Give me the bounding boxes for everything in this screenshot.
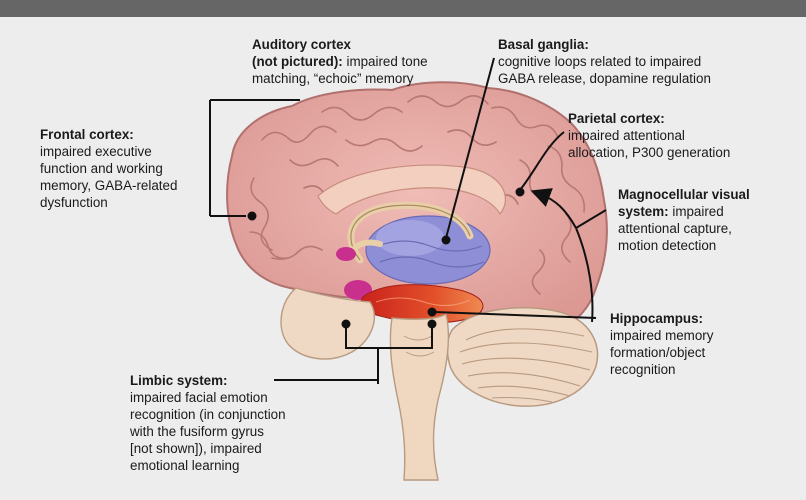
hippo-desc-line1: impaired memory xyxy=(610,327,713,344)
limbic-desc-line2: recognition (in conjunction xyxy=(130,406,286,423)
hippo-leader xyxy=(434,312,596,318)
basal-desc-line1: cognitive loops related to impaired xyxy=(498,53,711,70)
magno-title-line1: Magnocellular visual xyxy=(618,186,750,203)
hippocampus-label: Hippocampus: impaired memory formation/o… xyxy=(610,310,713,378)
parietal-cortex-label: Parietal cortex: impaired attentional al… xyxy=(568,110,730,161)
magno-desc-line3: attentional capture, xyxy=(618,220,750,237)
magno-leader xyxy=(576,210,606,228)
limbic-desc-line5: emotional learning xyxy=(130,457,286,474)
parietal-desc-line1: impaired attentional xyxy=(568,127,730,144)
parietal-leader xyxy=(520,132,564,190)
hippo-desc-line3: recognition xyxy=(610,361,713,378)
magnocellular-label: Magnocellular visual system: impaired at… xyxy=(618,186,750,254)
basal-desc-line2: GABA release, dopamine regulation xyxy=(498,70,711,87)
frontal-desc-line4: dysfunction xyxy=(40,194,177,211)
frontal-title: Frontal cortex: xyxy=(40,126,177,143)
frontal-leader xyxy=(210,100,270,216)
limbic-desc-line3: with the fusiform gyrus xyxy=(130,423,286,440)
parietal-title: Parietal cortex: xyxy=(568,110,730,127)
magno-desc-line4: motion detection xyxy=(618,237,750,254)
basal-title: Basal ganglia: xyxy=(498,36,711,53)
hippo-title: Hippocampus: xyxy=(610,310,713,327)
hippo-desc-line2: formation/object xyxy=(610,344,713,361)
limbic-desc-line4: [not shown]), impaired xyxy=(130,440,286,457)
auditory-cortex-label: Auditory cortex (not pictured): impaired… xyxy=(252,36,428,87)
frontal-cortex-label: Frontal cortex: impaired executive funct… xyxy=(40,126,177,211)
auditory-desc-line3: matching, “echoic” memory xyxy=(252,70,428,87)
auditory-title-line2: (not pictured): xyxy=(252,54,343,69)
auditory-title-line1: Auditory cortex xyxy=(252,36,428,53)
magno-title-line2: system: xyxy=(618,204,669,219)
limbic-desc-line1: impaired facial emotion xyxy=(130,389,286,406)
frontal-desc-line3: memory, GABA-related xyxy=(40,177,177,194)
frontal-desc-line2: function and working xyxy=(40,160,177,177)
magno-desc-line2: impaired xyxy=(669,204,724,219)
limbic-title: Limbic system: xyxy=(130,372,286,389)
limbic-system-label: Limbic system: impaired facial emotion r… xyxy=(130,372,286,474)
parietal-desc-line2: allocation, P300 generation xyxy=(568,144,730,161)
auditory-desc-line2: impaired tone xyxy=(343,54,428,69)
frontal-desc-line1: impaired executive xyxy=(40,143,177,160)
magno-arrow xyxy=(576,228,592,322)
limbic-leader xyxy=(346,324,432,384)
basal-ganglia-label: Basal ganglia: cognitive loops related t… xyxy=(498,36,711,87)
basal-leader xyxy=(446,58,494,238)
